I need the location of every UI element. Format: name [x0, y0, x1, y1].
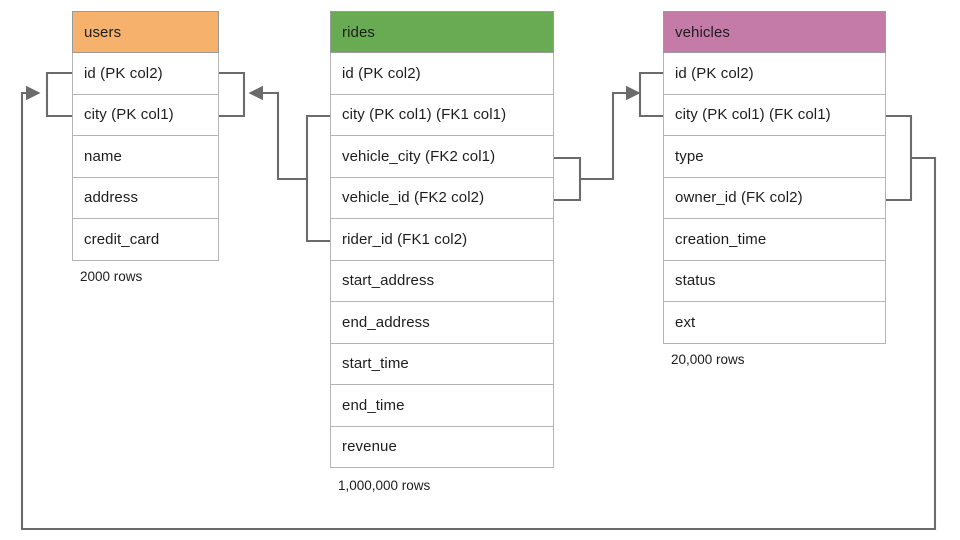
column-row-rides-rider-id[interactable]: rider_id (FK1 col2): [330, 219, 554, 261]
column-label: rider_id (FK1 col2): [342, 230, 468, 248]
column-label: name: [84, 147, 122, 165]
row-count-label-users: 2000 rows: [80, 269, 143, 284]
table-header-users: users: [72, 11, 219, 53]
connector-users-right-bracket: [219, 71, 246, 118]
column-row-users-city[interactable]: city (PK col1): [72, 94, 219, 136]
column-label: vehicle_id (FK2 col2): [342, 189, 485, 207]
column-row-vehicles-type[interactable]: type: [663, 136, 886, 178]
connector-rides-fk1-bracket: [305, 114, 330, 243]
column-row-vehicles-city[interactable]: city (PK col1) (FK col1): [663, 94, 886, 136]
column-label: start_address: [342, 272, 435, 290]
row-count-label-rides: 1,000,000 rows: [338, 478, 431, 493]
column-label: end_time: [342, 396, 405, 414]
column-label: city (PK col1) (FK1 col1): [342, 106, 507, 124]
table-header-vehicles: vehicles: [663, 11, 886, 53]
connector-rides-fk2-path: [580, 85, 641, 181]
column-row-users-name[interactable]: name: [72, 136, 219, 178]
column-row-vehicles-creation-time[interactable]: creation_time: [663, 219, 886, 261]
column-label: ext: [675, 313, 696, 331]
column-row-rides-end-time[interactable]: end_time: [330, 385, 554, 427]
column-row-users-credit-card[interactable]: credit_card: [72, 219, 219, 261]
column-row-rides-id[interactable]: id (PK col2): [330, 53, 554, 95]
column-row-vehicles-ext[interactable]: ext: [663, 302, 886, 344]
entity-table-users[interactable]: users id (PK col2) city (PK col1) name a…: [72, 11, 219, 261]
column-label: vehicle_city (FK2 col1): [342, 147, 496, 165]
column-row-rides-city[interactable]: city (PK col1) (FK1 col1): [330, 94, 554, 136]
column-row-rides-vehicle-city[interactable]: vehicle_city (FK2 col1): [330, 136, 554, 178]
column-label: id (PK col2): [342, 64, 421, 82]
connector-vehicles-right-bracket: [886, 114, 913, 202]
column-label: id (PK col2): [675, 64, 754, 82]
column-row-rides-start-address[interactable]: start_address: [330, 260, 554, 302]
column-label: id (PK col2): [84, 64, 163, 82]
column-row-rides-vehicle-id[interactable]: vehicle_id (FK2 col2): [330, 177, 554, 219]
row-count-label-vehicles: 20,000 rows: [671, 352, 745, 367]
table-title-vehicles: vehicles: [675, 23, 730, 41]
column-label: creation_time: [675, 230, 767, 248]
table-title-rides: rides: [342, 23, 376, 41]
column-label: address: [84, 189, 139, 207]
connector-rides-fk2-bracket: [554, 156, 582, 202]
column-label: end_address: [342, 313, 430, 331]
column-label: revenue: [342, 438, 397, 456]
connector-users-left-bracket: [45, 71, 72, 118]
entity-table-vehicles[interactable]: vehicles id (PK col2) city (PK col1) (FK…: [663, 11, 886, 344]
table-title-users: users: [84, 23, 122, 41]
column-label: start_time: [342, 355, 409, 373]
entity-table-rides[interactable]: rides id (PK col2) city (PK col1) (FK1 c…: [330, 11, 554, 468]
column-label: type: [675, 147, 704, 165]
column-row-vehicles-owner-id[interactable]: owner_id (FK col2): [663, 177, 886, 219]
column-row-rides-start-time[interactable]: start_time: [330, 343, 554, 385]
column-label: credit_card: [84, 230, 160, 248]
column-label: city (PK col1): [84, 106, 174, 124]
connector-rides-fk1-path: [248, 85, 307, 181]
column-row-users-id[interactable]: id (PK col2): [72, 53, 219, 95]
column-label: city (PK col1) (FK col1): [675, 106, 831, 124]
column-row-vehicles-status[interactable]: status: [663, 260, 886, 302]
column-row-rides-revenue[interactable]: revenue: [330, 426, 554, 468]
table-header-rides: rides: [330, 11, 554, 53]
connector-vehicles-left-bracket: [638, 71, 663, 118]
column-row-rides-end-address[interactable]: end_address: [330, 302, 554, 344]
column-row-users-address[interactable]: address: [72, 177, 219, 219]
column-row-vehicles-id[interactable]: id (PK col2): [663, 53, 886, 95]
column-label: status: [675, 272, 716, 290]
column-label: owner_id (FK col2): [675, 189, 803, 207]
